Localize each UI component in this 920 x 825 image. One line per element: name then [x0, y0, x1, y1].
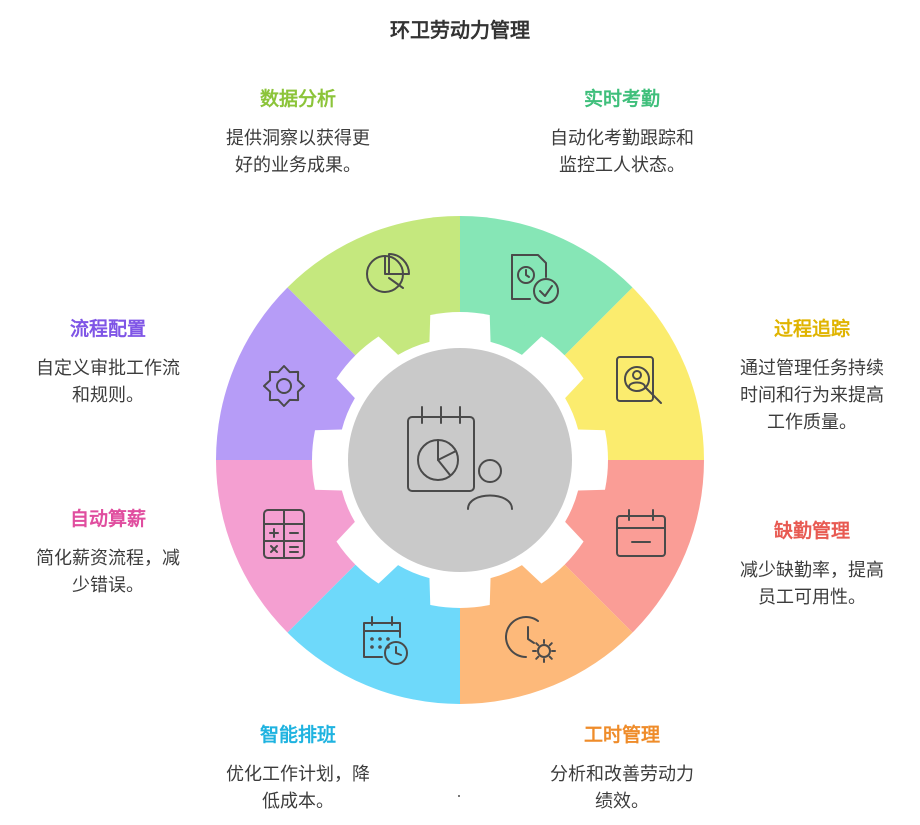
- label-realtime-attendance: 实时考勤 自动化考勤跟踪和 监控工人状态。: [522, 84, 722, 179]
- desc-line: 自定义审批工作流: [36, 358, 180, 379]
- desc-line: 和规则。: [72, 385, 144, 406]
- desc-line: 时间和行为来提高: [740, 385, 884, 406]
- diagram-title: 环卫劳动力管理: [390, 18, 530, 42]
- desc-line: 自动化考勤跟踪和: [550, 128, 694, 149]
- segment-tab-hours: [489, 565, 543, 607]
- calendar-minus-icon: [616, 509, 666, 557]
- label-heading: 缺勤管理: [773, 520, 850, 542]
- calendar-clock-icon: [363, 616, 408, 665]
- label-description: 分析和改善劳动力 绩效。: [522, 761, 722, 815]
- label-description: 优化工作计划，降 低成本。: [198, 761, 398, 815]
- label-heading: 工时管理: [583, 724, 660, 746]
- desc-line: 简化薪资流程，减: [36, 548, 180, 569]
- desc-line: 提供洞察以获得更: [226, 128, 370, 149]
- label-description: 自定义审批工作流 和规则。: [8, 355, 208, 409]
- calendar-user-icon: [407, 406, 513, 510]
- segment-tab-workflow: [313, 377, 355, 431]
- pie-chart-icon: [366, 253, 410, 293]
- segment-tab-payroll: [313, 489, 355, 543]
- segment-tab-absence: [565, 489, 607, 543]
- label-heading: 实时考勤: [583, 88, 660, 110]
- clock-gear-icon: [505, 616, 556, 663]
- label-description: 提供洞察以获得更 好的业务成果。: [198, 125, 398, 179]
- label-heading: 自动算薪: [69, 508, 146, 530]
- desc-line: 低成本。: [262, 791, 334, 812]
- label-process-tracking: 过程追踪 通过管理任务持续 时间和行为来提高 工作质量。: [712, 314, 912, 436]
- label-workflow-config: 流程配置 自定义审批工作流 和规则。: [8, 314, 208, 409]
- desc-line: 工作质量。: [767, 412, 857, 433]
- label-heading: 流程配置: [69, 318, 146, 340]
- label-heading: 过程追踪: [773, 318, 850, 340]
- desc-line: 少错误。: [72, 575, 144, 596]
- desc-line: 分析和改善劳动力: [550, 764, 694, 785]
- label-heading: 数据分析: [259, 88, 336, 110]
- center-circle: [348, 348, 572, 572]
- segment-tab-tracking: [565, 377, 607, 431]
- segment-tab-attendance: [489, 313, 543, 355]
- label-description: 自动化考勤跟踪和 监控工人状态。: [522, 125, 722, 179]
- clock-check-document-icon: [511, 254, 559, 304]
- label-description: 简化薪资流程，减 少错误。: [8, 545, 208, 599]
- desc-line: 监控工人状态。: [559, 155, 685, 176]
- segment-tab-data: [377, 313, 431, 355]
- label-description: 通过管理任务持续 时间和行为来提高 工作质量。: [712, 355, 912, 436]
- label-data-analysis: 数据分析 提供洞察以获得更 好的业务成果。: [198, 84, 398, 179]
- label-smart-scheduling: 智能排班 优化工作计划，降 低成本。: [198, 720, 398, 815]
- label-auto-payroll: 自动算薪 简化薪资流程，减 少错误。: [8, 504, 208, 599]
- calculator-icon: [263, 509, 305, 559]
- desc-line: 减少缺勤率，提高: [740, 560, 884, 581]
- user-search-document-icon: [616, 356, 662, 404]
- desc-line: 员工可用性。: [758, 587, 866, 608]
- label-hours-management: 工时管理 分析和改善劳动力 绩效。: [522, 720, 722, 815]
- gear-icon: [263, 365, 305, 407]
- stray-dot: [458, 795, 460, 797]
- desc-line: 通过管理任务持续: [740, 358, 884, 379]
- label-description: 减少缺勤率，提高 员工可用性。: [712, 557, 912, 611]
- desc-line: 优化工作计划，降: [226, 764, 370, 785]
- desc-line: 好的业务成果。: [235, 155, 361, 176]
- segment-tab-schedule: [377, 565, 431, 607]
- desc-line: 绩效。: [595, 791, 649, 812]
- label-heading: 智能排班: [259, 724, 336, 746]
- label-absence-management: 缺勤管理 减少缺勤率，提高 员工可用性。: [712, 516, 912, 611]
